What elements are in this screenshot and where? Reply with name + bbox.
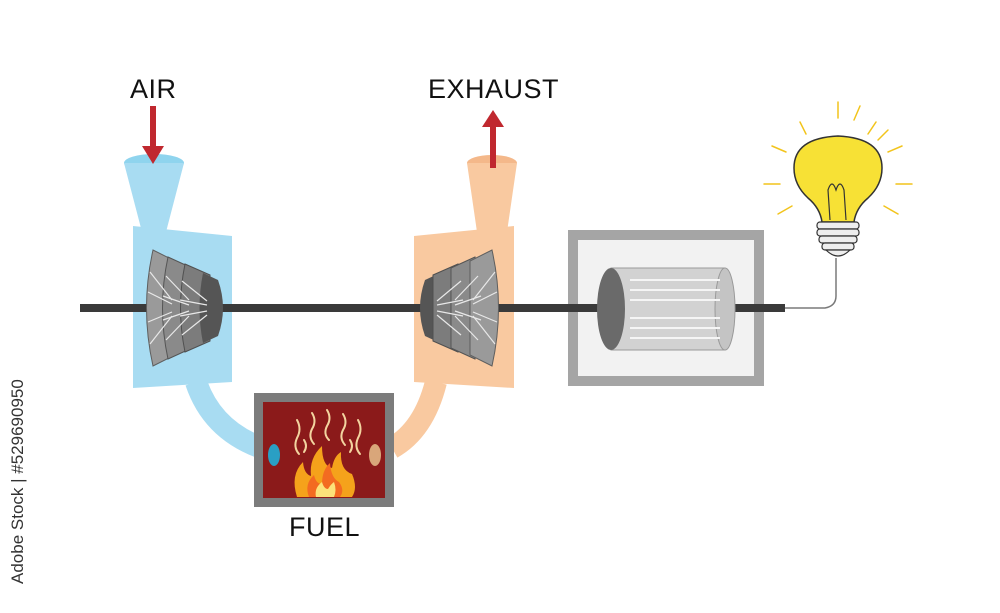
flame-icon	[294, 446, 355, 497]
gas-outlet-port	[369, 444, 381, 466]
generator-rotor-end	[714, 267, 736, 351]
generator-rotor-drum	[610, 267, 726, 351]
generator-rotor	[597, 267, 736, 351]
compressor-outlet-duct	[185, 378, 266, 459]
exhaust-label: EXHAUST	[428, 74, 560, 104]
generator-rotor-face	[597, 268, 625, 350]
bulb-glow-rays	[763, 101, 913, 215]
fuel-label: FUEL	[289, 512, 361, 542]
bulb-filament	[827, 183, 847, 221]
air-in-arrow-icon	[142, 106, 164, 164]
heat-wisps	[294, 409, 362, 455]
compressor-hub	[199, 273, 223, 343]
exhaust-funnel	[467, 163, 517, 232]
combustion-chamber	[254, 393, 394, 507]
bulb-base	[816, 221, 860, 257]
turbine-rotor	[420, 249, 499, 367]
watermark-text: Adobe Stock | #529690950	[8, 379, 27, 584]
air-inlet-port	[268, 444, 280, 466]
air-label: AIR	[130, 74, 177, 104]
turbine-stage-3	[469, 249, 499, 367]
air-intake-funnel	[124, 163, 184, 232]
compressor-rotor	[146, 249, 223, 367]
light-bulb-icon	[763, 101, 913, 257]
stock-watermark: Adobe Stock | #529690950	[4, 376, 30, 586]
turbine-inlet-duct	[386, 379, 447, 458]
exhaust-out-arrow-icon	[482, 110, 504, 168]
bulb-glass	[793, 135, 883, 223]
bulb-wire	[785, 258, 837, 309]
